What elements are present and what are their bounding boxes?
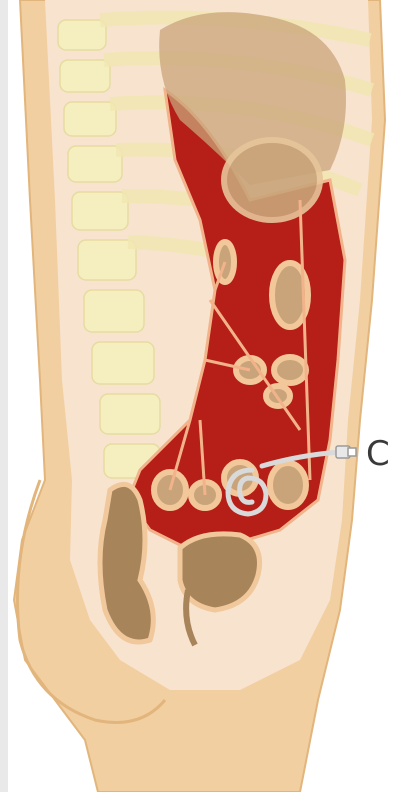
stomach bbox=[224, 140, 320, 220]
catheter-connector bbox=[336, 446, 356, 458]
left-edge-strip bbox=[0, 0, 8, 792]
callout-label: C bbox=[366, 437, 390, 471]
